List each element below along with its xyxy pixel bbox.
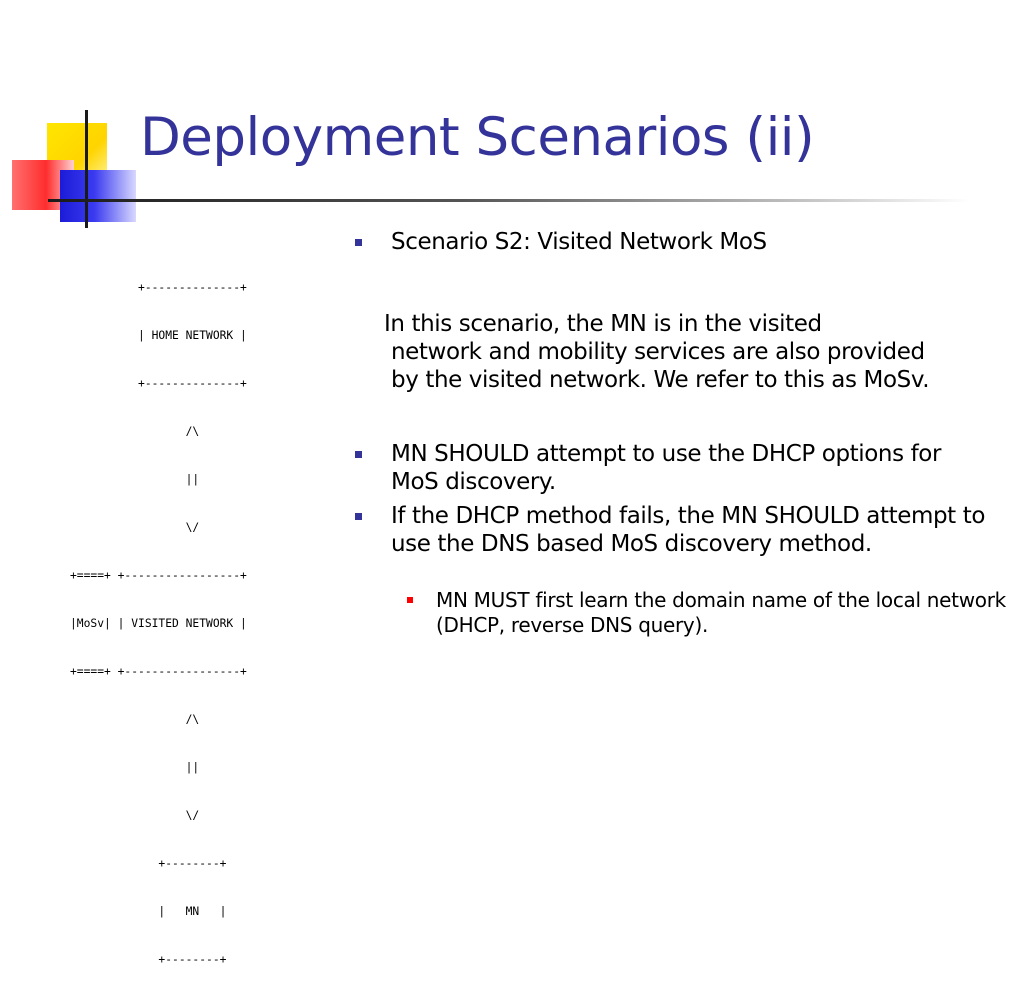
diagram-line: |MoSv| | VISITED NETWORK | (70, 617, 247, 630)
diagram-line: /\ (70, 713, 200, 726)
square-bullet-icon (355, 513, 362, 520)
slide-title: Deployment Scenarios (ii) (140, 107, 815, 168)
bullet-item: If the DHCP method fails, the MN SHOULD … (352, 502, 992, 558)
diagram-line: || (70, 761, 200, 774)
blue-square-decoration (60, 170, 136, 222)
diagram-line: | MN | (70, 905, 227, 918)
red-square-bullet-icon (407, 597, 413, 603)
scenario-paragraph: In this scenario, the MN is in the visit… (384, 310, 1014, 394)
diagram-line: +====+ +-----------------+ (70, 665, 247, 678)
sub-bullet-text: MN MUST first learn the domain name of t… (436, 588, 1006, 637)
diagram-line: /\ (70, 425, 200, 438)
slide-logo-decoration (0, 0, 150, 240)
square-bullet-icon (355, 451, 362, 458)
bullet-text: Scenario S2: Visited Network MoS (391, 229, 767, 255)
diagram-line: \/ (70, 521, 200, 534)
diagram-line: || (70, 473, 200, 486)
paragraph-line: by the visited network. We refer to this… (391, 367, 930, 393)
vertical-rule-decoration (85, 110, 88, 228)
sub-bullet-item: MN MUST first learn the domain name of t… (407, 588, 1007, 638)
paragraph-line: In this scenario, the MN is in the visit… (384, 311, 822, 337)
diagram-line: \/ (70, 809, 200, 822)
paragraph-line: network and mobility services are also p… (391, 339, 925, 365)
title-underline-rule (48, 199, 970, 202)
bullet-text: MN SHOULD attempt to use the DHCP option… (391, 441, 942, 495)
diagram-line: +====+ +-----------------+ (70, 569, 247, 582)
network-ascii-diagram: +--------------+ | HOME NETWORK | +-----… (70, 248, 330, 984)
diagram-line: | HOME NETWORK | (70, 329, 247, 342)
diagram-line: +--------+ (70, 953, 227, 966)
diagram-line: +--------------+ (70, 281, 247, 294)
bullet-item: Scenario S2: Visited Network MoS (352, 228, 1012, 256)
bullet-item: MN SHOULD attempt to use the DHCP option… (352, 440, 992, 496)
diagram-line: +--------------+ (70, 377, 247, 390)
square-bullet-icon (355, 239, 362, 246)
diagram-line: +--------+ (70, 857, 227, 870)
bullet-text: If the DHCP method fails, the MN SHOULD … (391, 503, 985, 557)
